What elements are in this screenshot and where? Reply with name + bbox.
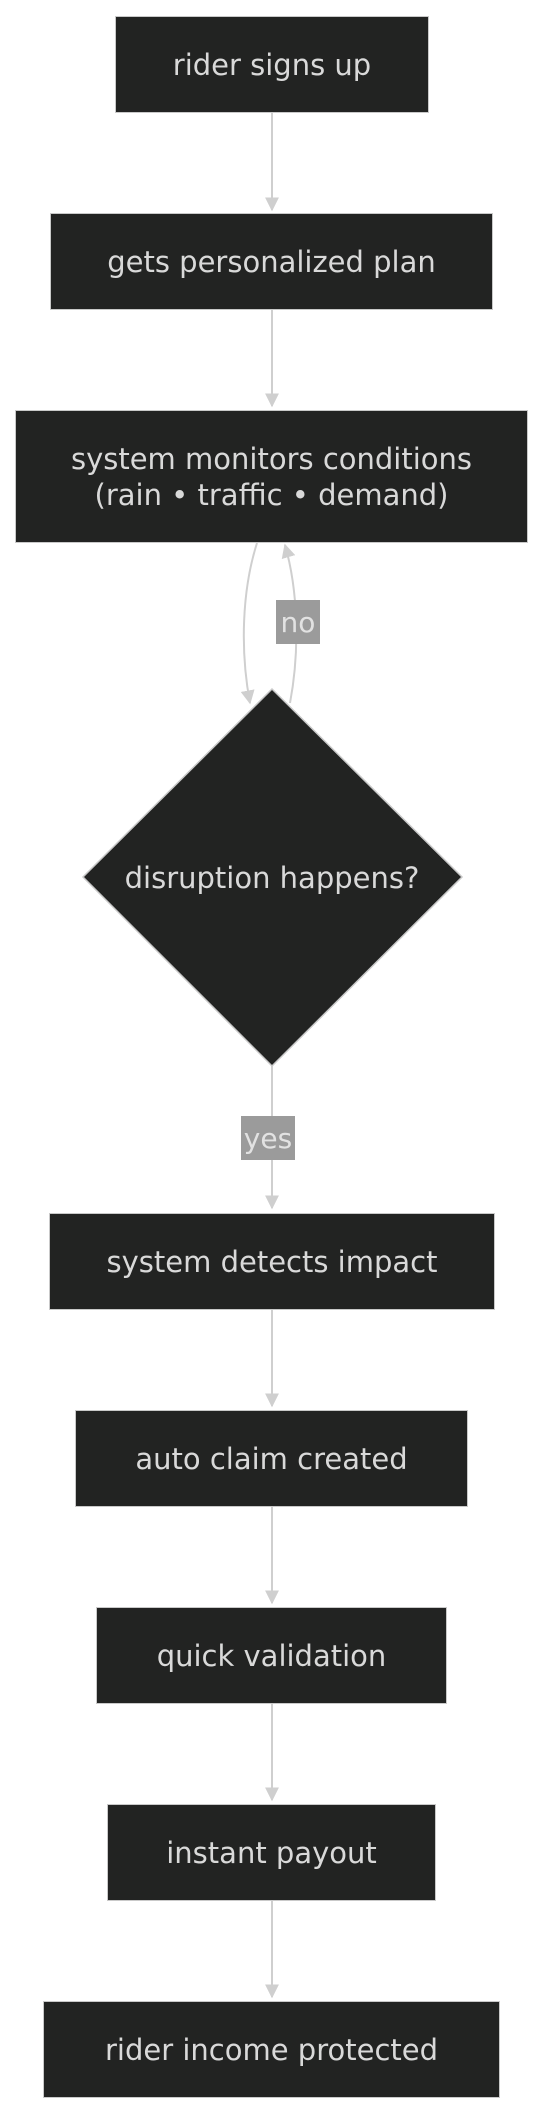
node-disruption-happens-label: disruption happens? bbox=[124, 861, 420, 895]
node-rider-income-protected-label: rider income protected bbox=[104, 2032, 439, 2067]
node-instant-payout: instant payout bbox=[107, 1804, 436, 1901]
edge-monitor-to-decision bbox=[240, 542, 258, 705]
decision-diamond-shape bbox=[81, 687, 464, 1068]
node-quick-validation-label: quick validation bbox=[156, 1638, 387, 1673]
node-auto-claim-created-label: auto claim created bbox=[135, 1441, 408, 1476]
node-system-detects-impact-label: system detects impact bbox=[106, 1244, 438, 1279]
node-gets-personalized-plan: gets personalized plan bbox=[50, 213, 493, 310]
node-rider-signs-up: rider signs up bbox=[115, 16, 429, 113]
node-monitor-label-line2: (rain • traffic • demand) bbox=[94, 477, 449, 512]
node-quick-validation: quick validation bbox=[96, 1607, 447, 1704]
node-system-detects-impact: system detects impact bbox=[49, 1213, 495, 1310]
node-instant-payout-label: instant payout bbox=[166, 1835, 377, 1870]
edge-label-yes-text: yes bbox=[243, 1121, 293, 1155]
node-rider-income-protected: rider income protected bbox=[43, 2001, 500, 2098]
node-rider-signs-up-label: rider signs up bbox=[172, 47, 372, 82]
edge-label-no-text: no bbox=[280, 605, 316, 639]
node-monitor-label-line1: system monitors conditions bbox=[70, 441, 473, 476]
node-disruption-happens: disruption happens? bbox=[100, 850, 444, 906]
node-auto-claim-created: auto claim created bbox=[75, 1410, 468, 1507]
node-system-monitors-conditions: system monitors conditions (rain • traff… bbox=[15, 410, 528, 543]
edge-label-yes: yes bbox=[241, 1116, 295, 1160]
node-gets-personalized-plan-label: gets personalized plan bbox=[107, 244, 436, 279]
edge-label-no: no bbox=[276, 600, 320, 644]
